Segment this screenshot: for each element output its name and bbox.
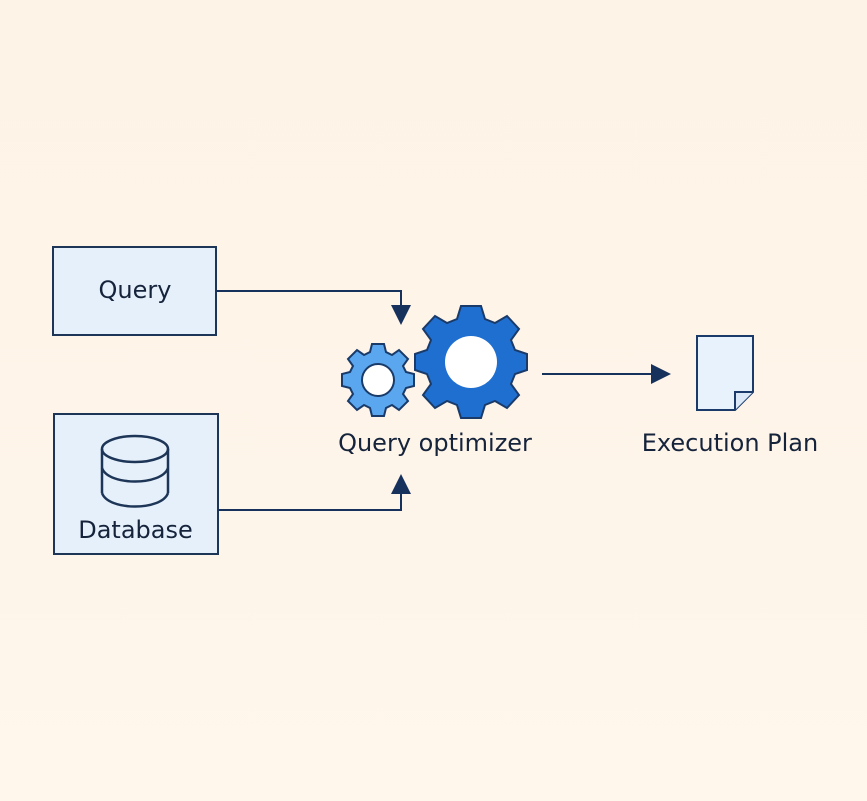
small-gear-icon [341,343,415,417]
database-box [53,413,219,555]
query-box [52,246,217,336]
query-optimizer-label: Query optimizer [338,429,532,457]
execution-plan-label: Execution Plan [641,429,819,457]
large-gear-icon [414,305,528,419]
query-label: Query [98,276,172,304]
database-label: Database [78,516,193,544]
gears-icon [341,305,528,419]
document-icon [696,335,754,411]
database-icon [100,434,170,508]
database-to-optimizer-arrow [218,474,411,511]
query-to-optimizer-arrow [216,290,411,325]
